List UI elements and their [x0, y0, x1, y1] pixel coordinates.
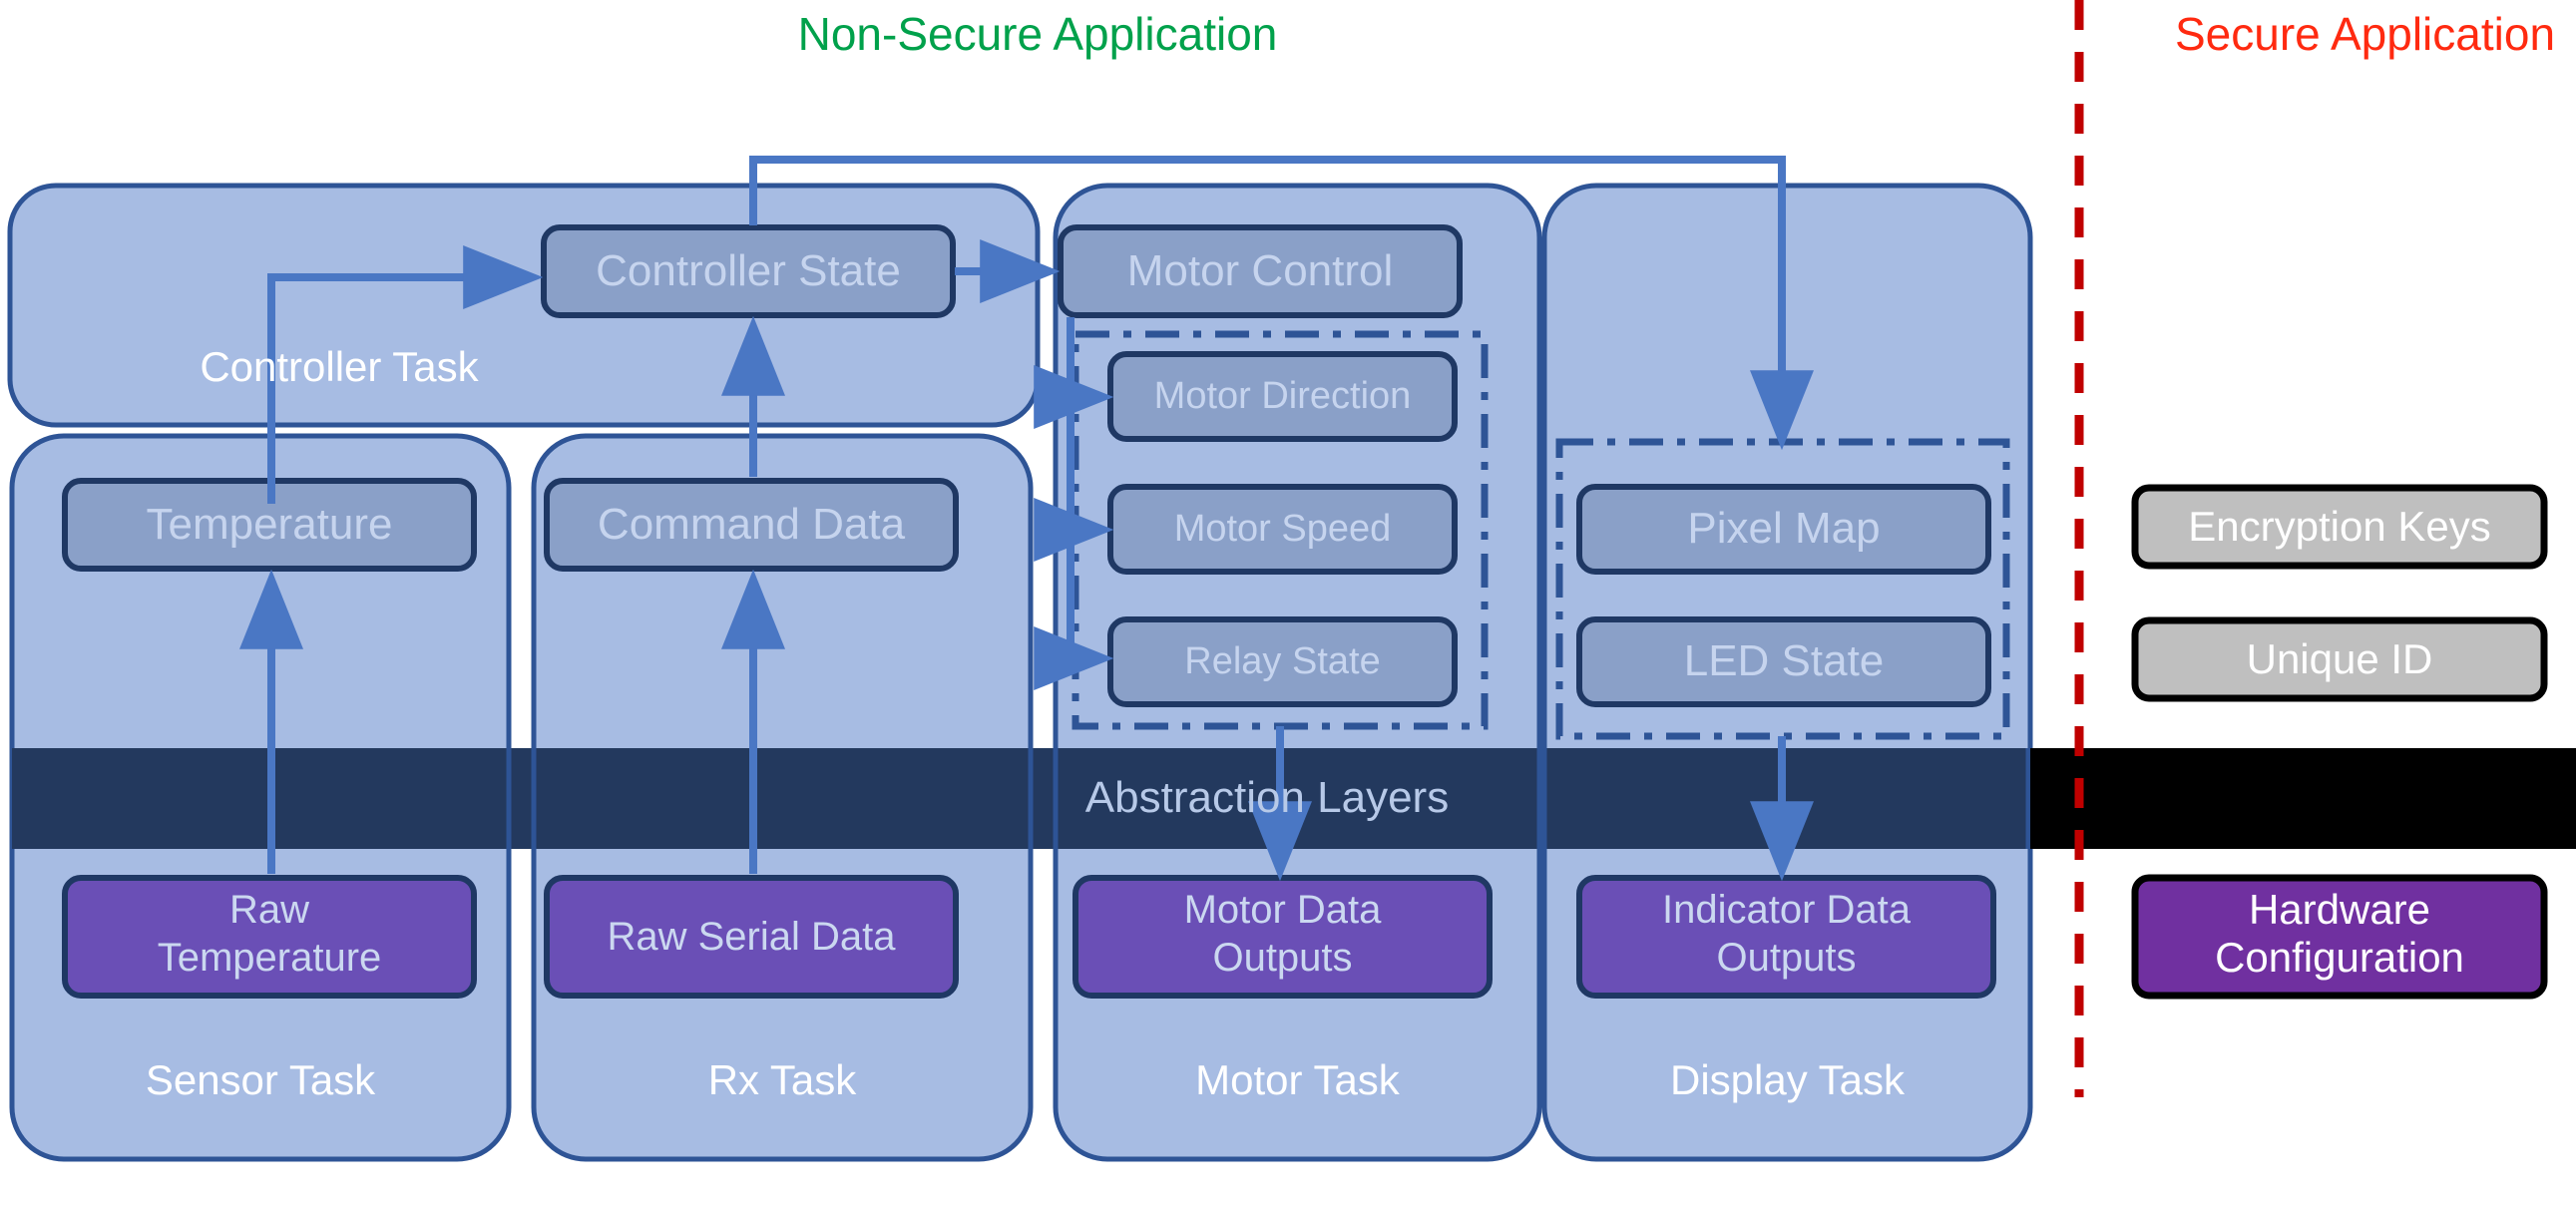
secure-abstraction-bar [2030, 748, 2576, 849]
output-motor-data-outputs[interactable] [1073, 875, 1493, 999]
arrow-temperature-to-controller-state [267, 245, 544, 504]
arrow-controller-state-to-display-group [749, 156, 1814, 451]
node-pixel-map[interactable] [1576, 484, 1991, 575]
output-raw-temperature[interactable] [62, 875, 477, 999]
node-relay-state[interactable] [1107, 616, 1458, 707]
node-command-data[interactable] [544, 478, 959, 572]
node-motor-speed[interactable] [1107, 484, 1458, 575]
node-motor-direction[interactable] [1107, 351, 1458, 442]
arrow-motor-control-spine [1034, 317, 1114, 690]
secure-box-encryption-keys[interactable] [2131, 484, 2548, 570]
node-led-state[interactable] [1576, 616, 1991, 707]
secure-box-hardware-configuration[interactable] [2131, 874, 2548, 1000]
secure-box-unique-id[interactable] [2131, 616, 2548, 702]
node-controller-state[interactable] [541, 224, 956, 318]
output-raw-serial-data[interactable] [544, 875, 959, 999]
output-indicator-data-outputs[interactable] [1576, 875, 1996, 999]
node-motor-control[interactable] [1058, 224, 1463, 318]
abstraction-layers-bar [12, 748, 2030, 849]
